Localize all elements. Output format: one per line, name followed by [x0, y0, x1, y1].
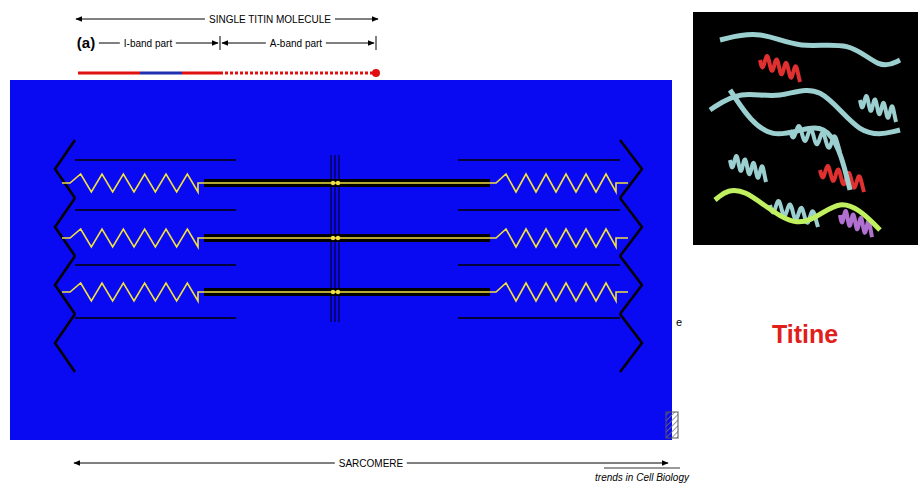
dimension-label: SARCOMERE: [335, 458, 407, 469]
protein-title: Titine: [772, 321, 838, 349]
blue-panel: [10, 80, 672, 440]
protein-structure-image: [693, 12, 918, 245]
hatched-scrap: [666, 412, 678, 438]
cropped-letter: e: [676, 316, 682, 328]
dimension-label: SINGLE TITIN MOLECULE: [205, 14, 335, 25]
panel-letter: (a): [73, 35, 99, 52]
band-label: A-band part: [266, 38, 326, 49]
band-label: I-band part: [120, 38, 176, 49]
protein-ribbons: [710, 35, 900, 237]
source-credit: trends in Cell Biology: [595, 472, 689, 483]
sarcomere-filaments: [55, 140, 642, 372]
band-brackets: [78, 36, 376, 50]
source-rule: [604, 468, 680, 469]
titin-domain-bar: [78, 69, 380, 77]
